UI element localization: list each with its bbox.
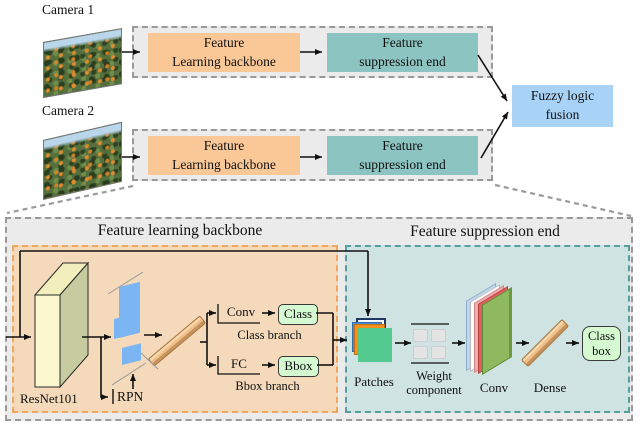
pipeline-row2-panel: Feature Learning backbone Feature suppre… xyxy=(132,129,493,181)
bbox-output-text: Bbox xyxy=(284,358,313,374)
fc-op-label: FC xyxy=(231,356,247,371)
camera2-label: Camera 2 xyxy=(42,103,95,118)
weight-label-line2: component xyxy=(406,383,462,398)
rpn-label: RPN xyxy=(117,389,144,404)
resnet-label: ResNet101 xyxy=(20,391,78,406)
backbone1-line1: Feature xyxy=(203,34,245,50)
class-output-box: Class xyxy=(278,304,318,325)
rpn-featuremap-small-left xyxy=(114,316,124,339)
weight-label-line1: Weight xyxy=(416,369,452,383)
suppression-panel-title: Feature suppression end xyxy=(410,223,560,240)
patches-label: Patches xyxy=(354,374,394,389)
suppress1-line2: suppression end xyxy=(359,53,446,69)
feature-learning-backbone-box-1: Feature Learning backbone xyxy=(148,33,300,72)
classbox-line1: Class xyxy=(587,329,616,344)
backbone1-line2: Learning backbone xyxy=(172,53,276,69)
suppress1-line1: Feature xyxy=(382,34,423,50)
suppress2-line1: Feature xyxy=(382,137,423,153)
feature-suppression-end-box-2: Feature suppression end xyxy=(327,136,478,175)
weight-cell xyxy=(413,329,428,342)
conv-op-label: Conv xyxy=(226,304,256,319)
feature-suppression-end-box-1: Feature suppression end xyxy=(327,33,478,72)
backbone2-line1: Feature xyxy=(203,137,245,153)
fuzzy-logic-fusion-box: Fuzzy logic fusion xyxy=(512,85,613,127)
class-branch-label: Class branch xyxy=(237,328,302,342)
weight-cell xyxy=(431,346,446,359)
classbox-line2: box xyxy=(592,343,611,358)
fusion-line1: Fuzzy logic xyxy=(530,88,595,104)
class-output-text: Class xyxy=(283,306,313,322)
backbone-panel-title: Feature learning backbone xyxy=(97,222,263,239)
classbox-output-box: Class box xyxy=(582,326,621,361)
camera1-label: Camera 1 xyxy=(42,2,95,17)
weight-cell xyxy=(431,329,446,342)
camera2-image xyxy=(43,121,122,200)
conv-label: Conv xyxy=(479,380,509,395)
bbox-branch-label: Bbox branch xyxy=(235,379,300,393)
dense-label: Dense xyxy=(533,380,567,395)
weight-component-label: Weight component xyxy=(400,369,468,398)
feature-learning-backbone-box-2: Feature Learning backbone xyxy=(148,136,300,175)
fusion-line2: fusion xyxy=(545,107,580,122)
bbox-output-box: Bbox xyxy=(278,356,319,377)
weight-cell xyxy=(413,346,428,359)
camera1-image xyxy=(43,28,122,99)
backbone2-line2: Learning backbone xyxy=(172,156,276,172)
patch-square-green xyxy=(358,328,392,362)
suppress2-line2: suppression end xyxy=(359,156,446,172)
pipeline-row1-panel: Feature Learning backbone Feature suppre… xyxy=(132,26,493,78)
